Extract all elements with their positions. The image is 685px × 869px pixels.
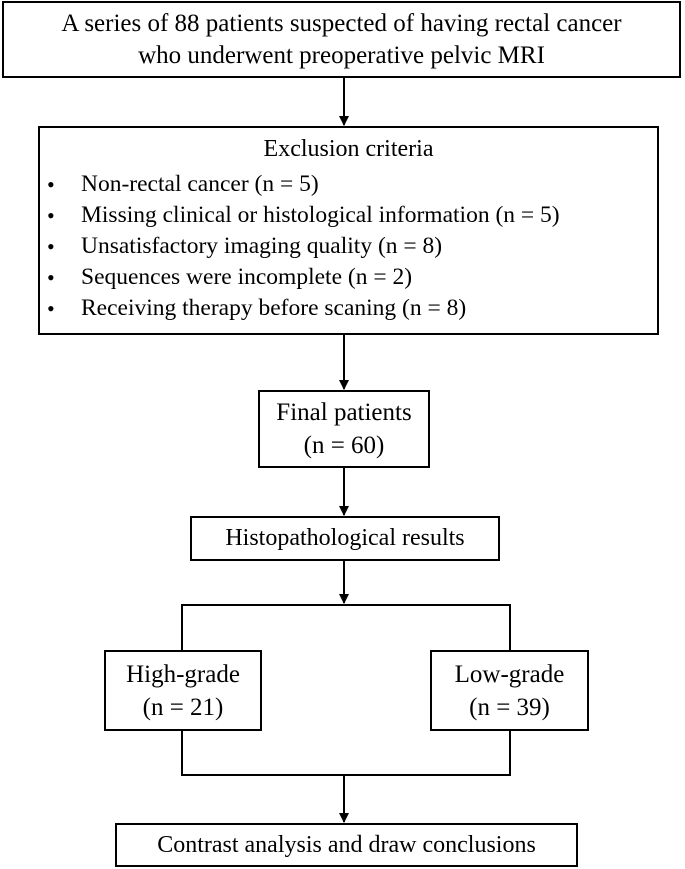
exclusion-item-label: Unsatisfactory imaging quality (n = 8) — [81, 233, 443, 259]
bullet-icon: • — [47, 265, 55, 290]
initial-cohort-line-1: A series of 88 patients suspected of hav… — [61, 9, 622, 37]
high-grade-label: High-grade — [126, 660, 240, 688]
exclusion-item-non-rectal: • Non-rectal cancer (n = 5) — [40, 169, 560, 200]
final-patients-count: (n = 60) — [303, 432, 385, 459]
exclusion-item-missing-info: • Missing clinical or histological infor… — [40, 200, 560, 231]
bullet-icon: • — [47, 203, 55, 228]
bullet-icon: • — [47, 296, 55, 321]
exclusion-criteria-title: Exclusion criteria — [263, 136, 434, 162]
exclusion-criteria-list: • Non-rectal cancer (n = 5) • Missing cl… — [40, 169, 560, 324]
exclusion-item-label: Receiving therapy before scaning (n = 8) — [81, 295, 467, 321]
histopathological-results-label: Histopathological results — [225, 525, 465, 551]
histopathological-results-box: Histopathological results — [190, 516, 500, 561]
exclusion-item-label: Missing clinical or histological informa… — [81, 202, 560, 228]
low-grade-count: (n = 39) — [469, 693, 550, 721]
low-grade-label: Low-grade — [454, 660, 565, 688]
conclusion-box: Contrast analysis and draw conclusions — [115, 823, 578, 867]
exclusion-item-imaging-quality: • Unsatisfactory imaging quality (n = 8) — [40, 231, 560, 262]
merge-connector — [181, 731, 511, 776]
low-grade-box: Low-grade (n = 39) — [430, 650, 589, 731]
bullet-icon: • — [47, 172, 55, 197]
exclusion-item-prior-therapy: • Receiving therapy before scaning (n = … — [40, 293, 560, 324]
initial-cohort-line-2: who underwent preoperative pelvic MRI — [138, 41, 545, 69]
final-patients-label: Final patients — [276, 399, 412, 426]
high-grade-box: High-grade (n = 21) — [104, 650, 262, 731]
exclusion-criteria-box: Exclusion criteria • Non-rectal cancer (… — [38, 126, 659, 335]
exclusion-item-label: Non-rectal cancer (n = 5) — [81, 171, 319, 197]
exclusion-item-label: Sequences were incomplete (n = 2) — [81, 264, 413, 290]
exclusion-item-incomplete-sequences: • Sequences were incomplete (n = 2) — [40, 262, 560, 293]
final-patients-box: Final patients (n = 60) — [258, 390, 430, 468]
split-connector — [181, 604, 511, 650]
high-grade-count: (n = 21) — [142, 693, 224, 721]
initial-cohort-box: A series of 88 patients suspected of hav… — [2, 1, 681, 78]
conclusion-label: Contrast analysis and draw conclusions — [157, 831, 536, 858]
bullet-icon: • — [47, 234, 55, 259]
